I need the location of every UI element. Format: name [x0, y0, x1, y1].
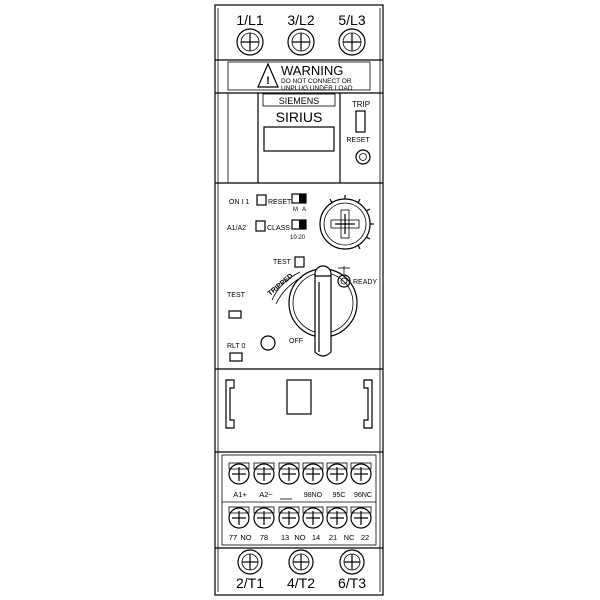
aux-label-no-1: NO — [240, 533, 251, 542]
on-indicator-label: ON I 1 — [229, 199, 249, 206]
aux-label-78: 78 — [260, 533, 268, 542]
current-setting-dial[interactable] — [319, 198, 371, 250]
side-test-button[interactable] — [228, 310, 242, 319]
rlt-label: RLT 0 — [227, 343, 246, 350]
top-screw-terminal-2 — [287, 28, 315, 56]
brand-name: SIEMENS — [279, 96, 320, 106]
off-label: OFF — [289, 338, 303, 345]
brand-plate — [262, 93, 336, 107]
test-button[interactable] — [294, 256, 305, 268]
aux-label-96nc: 96NC — [354, 492, 372, 499]
aux-label-98no: 98NO — [304, 492, 323, 499]
trip-label: TRIP — [352, 100, 370, 109]
a1a2-led — [255, 220, 266, 232]
terminal-label-l3: 5/L3 — [338, 12, 365, 28]
center-latch — [286, 379, 312, 415]
terminal-label-t2: 4/T2 — [287, 575, 315, 591]
reset-button[interactable] — [355, 149, 371, 165]
reset-mode-switch[interactable] — [291, 193, 307, 204]
side-test-label: TEST — [227, 292, 246, 299]
test-button-label: TEST — [273, 259, 292, 266]
class-switch[interactable] — [291, 219, 307, 230]
warning-triangle-icon: ! — [257, 62, 279, 88]
mode-manual-label: M — [293, 207, 298, 213]
warning-title: WARNING — [281, 63, 343, 78]
aux-label-a1: A1+ — [233, 490, 247, 499]
reset-mode-label: RESET — [268, 199, 292, 206]
aux-label-95c: 95C — [333, 492, 346, 499]
rlt-indicator — [229, 352, 243, 362]
a1a2-label: A1/A2 — [227, 225, 246, 232]
aux-label-13: 13 — [281, 533, 289, 542]
aux-terminal-block — [221, 454, 377, 546]
reset-label: RESET — [346, 137, 370, 144]
aux-label-22: 22 — [361, 533, 369, 542]
aux-label-a2: A2− — [259, 490, 273, 499]
aux-screws-row-1 — [228, 462, 372, 485]
top-screw-terminal-3 — [338, 28, 366, 56]
aux-label-14: 14 — [312, 533, 320, 542]
ready-led — [337, 274, 351, 288]
rotary-handle[interactable] — [288, 265, 358, 357]
on-led — [256, 194, 267, 206]
potentiometer-knob[interactable] — [260, 335, 276, 351]
trip-indicator — [355, 110, 366, 133]
svg-text:!: ! — [266, 75, 270, 87]
ready-label: READY — [353, 279, 377, 286]
dial-scale-ticks — [329, 195, 374, 250]
display-window — [263, 126, 335, 152]
class-label: CLASS — [267, 225, 290, 232]
bottom-screw-terminal-2 — [288, 549, 314, 575]
right-mount-clip — [363, 379, 373, 429]
warning-line-2: UNPLUG UNDER LOAD — [281, 85, 353, 92]
housing-outline — [214, 4, 384, 596]
warning-label-box — [227, 61, 371, 91]
bottom-screw-terminal-3 — [339, 549, 365, 575]
left-mount-clip — [225, 379, 235, 429]
terminal-label-l1: 1/L1 — [236, 12, 263, 28]
aux-label-77: 77 — [229, 533, 237, 542]
terminal-label-l2: 3/L2 — [287, 12, 314, 28]
terminal-label-t3: 6/T3 — [338, 575, 366, 591]
terminal-label-t1: 2/T1 — [236, 575, 264, 591]
warning-line-1: DO NOT CONNECT OR — [281, 78, 352, 85]
model-name: SIRIUS — [276, 109, 323, 125]
top-screw-terminal-1 — [236, 28, 264, 56]
aux-screws-row-2 — [228, 506, 372, 529]
aux-label-no-2: NO — [294, 533, 305, 542]
class-values-label: 10 20 — [290, 235, 306, 241]
mode-auto-label: A — [302, 207, 306, 213]
aux-label-nc: NC — [344, 533, 355, 542]
bottom-screw-terminal-1 — [237, 549, 263, 575]
aux-label-21: 21 — [329, 533, 337, 542]
